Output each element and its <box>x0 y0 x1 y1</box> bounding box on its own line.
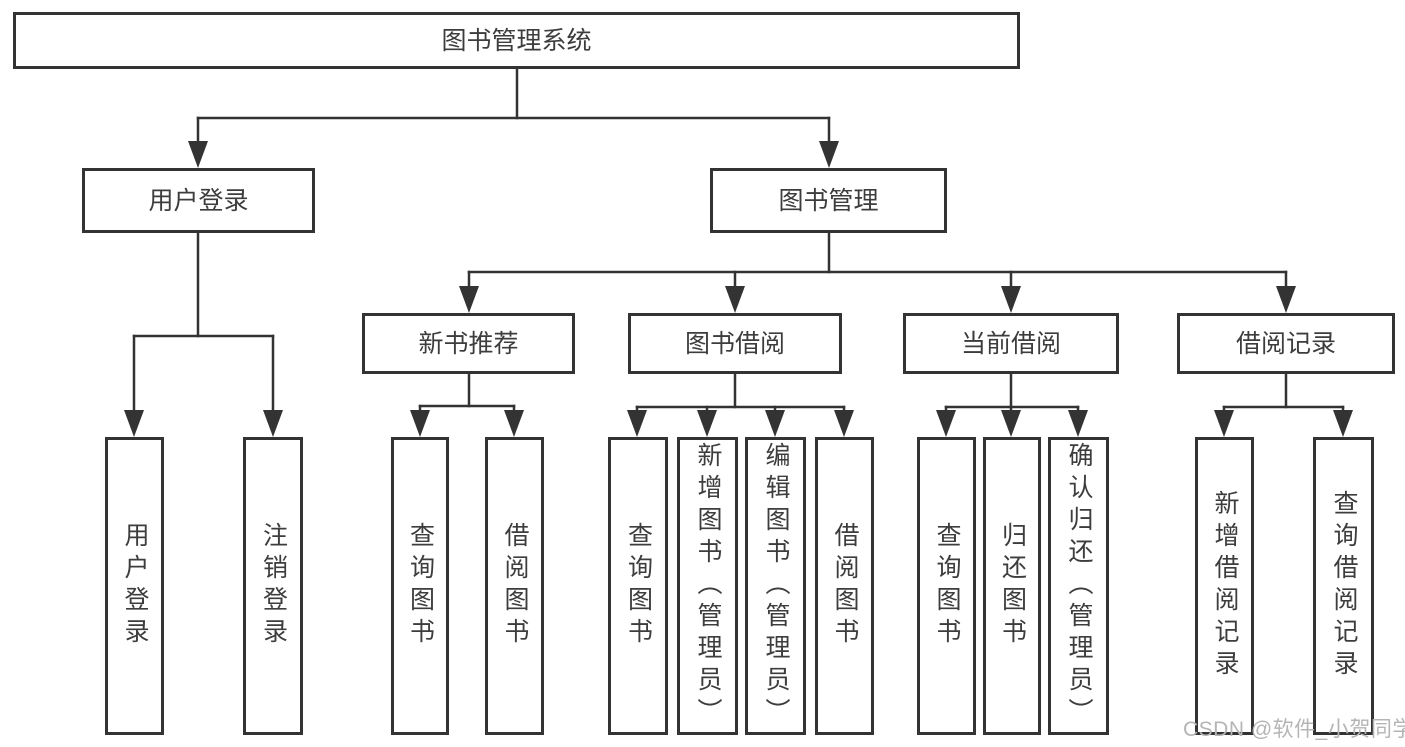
connector-records-to-leaves <box>1214 372 1353 437</box>
leaf-user-login: 用户登录 <box>105 437 164 735</box>
connector-current-to-leaves <box>936 372 1088 437</box>
node-root-system: 图书管理系统 <box>13 12 1020 69</box>
node-borrow-records: 借阅记录 <box>1177 313 1395 374</box>
node-current-borrow: 当前借阅 <box>903 313 1119 374</box>
node-book-borrow: 图书借阅 <box>628 313 842 374</box>
leaf-query-books-recommend: 查询图书 <box>391 437 449 735</box>
connector-root-to-level2 <box>188 66 839 168</box>
leaf-confirm-return-admin: 确认归还（管理员） <box>1048 437 1109 735</box>
connector-bookborrow-to-leaves <box>627 372 854 437</box>
leaf-add-borrow-record: 新增借阅记录 <box>1195 437 1254 735</box>
node-new-book-recommend: 新书推荐 <box>362 313 575 374</box>
node-book-management: 图书管理 <box>710 168 947 233</box>
leaf-logout: 注销登录 <box>243 437 303 735</box>
leaf-edit-books-admin: 编辑图书（管理员） <box>745 437 806 735</box>
leaf-add-books-admin: 新增图书（管理员） <box>677 437 738 735</box>
connector-bookmgmt-to-level3 <box>459 231 1296 313</box>
leaf-borrow-books-recommend: 借阅图书 <box>485 437 544 735</box>
connector-userlogin-to-leaves <box>124 231 283 437</box>
leaf-return-books: 归还图书 <box>983 437 1041 735</box>
leaf-query-books-borrow: 查询图书 <box>608 437 668 735</box>
leaf-query-borrow-record: 查询借阅记录 <box>1313 437 1374 735</box>
leaf-borrow-books: 借阅图书 <box>815 437 874 735</box>
csdn-watermark: CSDN @软件_小贺同学 <box>1183 718 1405 741</box>
connector-newrec-to-leaves <box>410 372 524 437</box>
node-user-login: 用户登录 <box>82 168 315 233</box>
leaf-query-books-current: 查询图书 <box>917 437 976 735</box>
